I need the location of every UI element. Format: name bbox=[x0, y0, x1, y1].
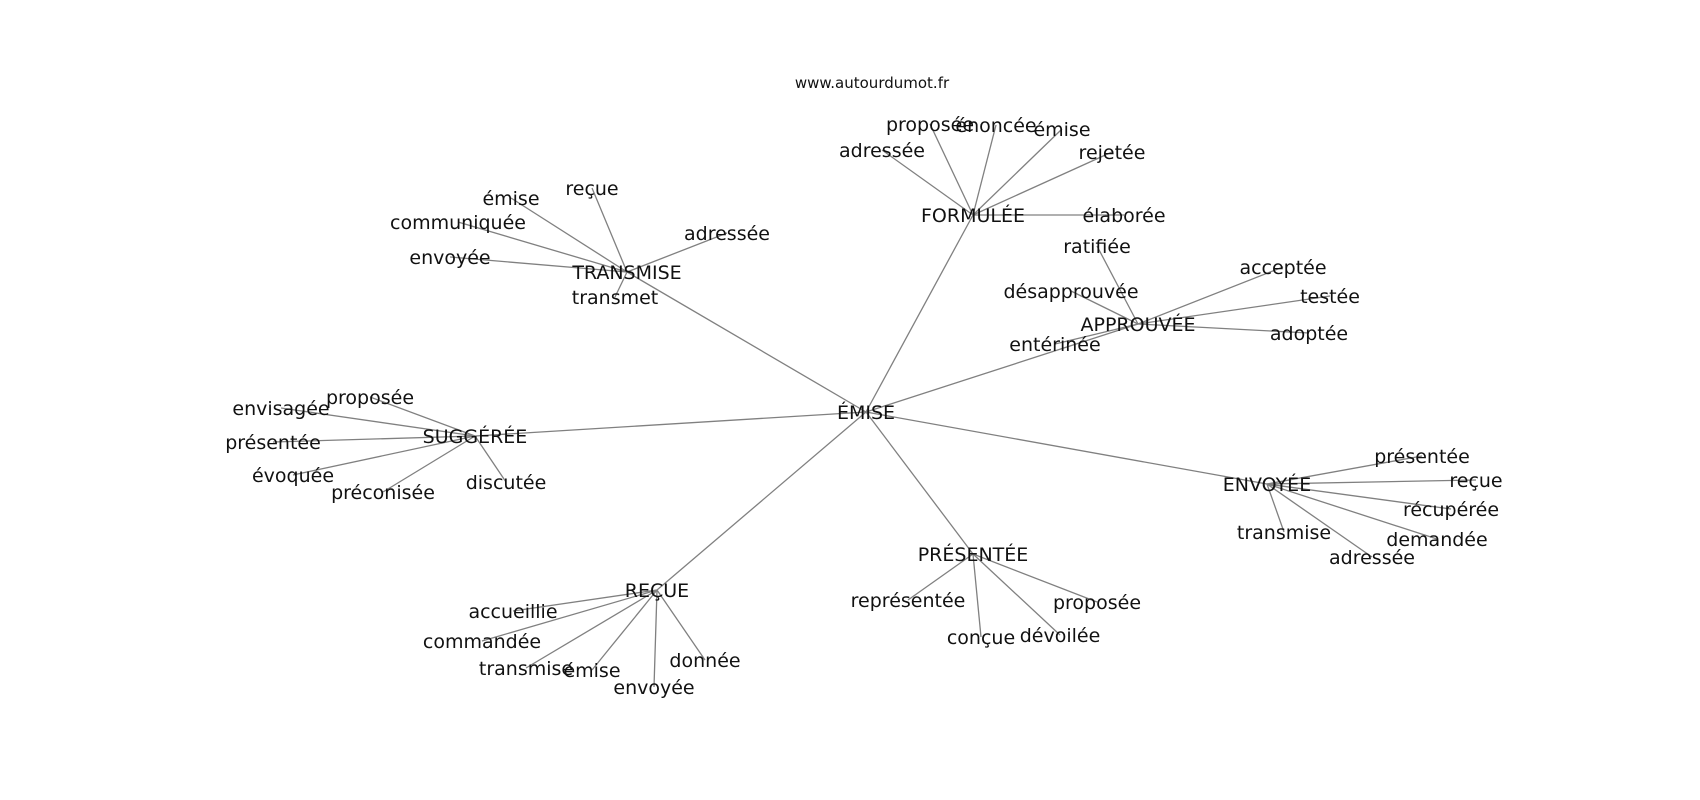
edge-hub-to-leaf bbox=[1266, 455, 1423, 485]
hub-node: SUGGÉRÉE bbox=[423, 425, 528, 448]
edge-root-to-hub bbox=[865, 214, 974, 413]
leaf-node: émise bbox=[482, 188, 539, 210]
edge-hub-to-leaf bbox=[929, 123, 974, 216]
edge-hub-to-leaf bbox=[280, 407, 476, 437]
leaf-node: adressée bbox=[684, 223, 770, 245]
leaf-node: préconisée bbox=[331, 482, 435, 504]
edge-hub-to-leaf bbox=[1266, 483, 1373, 558]
edge-hub-to-leaf bbox=[369, 396, 476, 437]
leaf-node: proposée bbox=[326, 387, 414, 409]
leaf-node: proposée bbox=[886, 114, 974, 136]
edge-hub-to-leaf bbox=[1266, 483, 1452, 510]
edge-hub-to-leaf bbox=[614, 271, 628, 298]
leaf-node: envoyée bbox=[409, 247, 490, 269]
leaf-node: donnée bbox=[669, 650, 740, 672]
edge-hub-to-leaf bbox=[272, 435, 476, 443]
leaf-node: envoyée bbox=[613, 677, 694, 699]
edge-hub-to-leaf bbox=[972, 151, 1113, 216]
leaf-node: envisagée bbox=[232, 398, 329, 420]
edge-root-to-hub bbox=[865, 323, 1139, 413]
leaf-node: dévoilée bbox=[1020, 625, 1101, 647]
leaf-node: ratifiée bbox=[1063, 236, 1131, 258]
edge-hub-to-leaf bbox=[591, 589, 658, 671]
hub-node: FORMULÉE bbox=[921, 204, 1025, 227]
leaf-node: proposée bbox=[1053, 592, 1141, 614]
edge-hub-to-leaf bbox=[525, 589, 658, 669]
edge-hub-to-leaf bbox=[972, 124, 997, 216]
leaf-node: élaborée bbox=[1082, 205, 1165, 227]
leaf-node: accueillie bbox=[468, 601, 557, 623]
edge-hub-to-leaf bbox=[510, 197, 628, 273]
edge-hub-to-leaf bbox=[1266, 479, 1477, 485]
leaf-node: reçue bbox=[1449, 470, 1502, 492]
leaf-node: rejetée bbox=[1079, 142, 1146, 164]
leaf-node: acceptée bbox=[1239, 257, 1326, 279]
source-url: www.autourdumot.fr bbox=[795, 74, 950, 92]
hub-node: PRÉSENTÉE bbox=[918, 543, 1029, 566]
leaf-node: émise bbox=[563, 660, 620, 682]
edge-hub-to-leaf bbox=[972, 553, 1098, 603]
edge-hub-to-leaf bbox=[1054, 323, 1139, 345]
leaf-node: présentée bbox=[225, 432, 321, 454]
leaf-node: représentée bbox=[851, 590, 966, 612]
edge-hub-to-leaf bbox=[972, 553, 982, 638]
leaf-node: testée bbox=[1300, 286, 1360, 308]
leaf-node: reçue bbox=[565, 178, 618, 200]
edge-hub-to-leaf bbox=[382, 435, 476, 493]
leaf-node: transmise bbox=[479, 658, 573, 680]
leaf-node: récupérée bbox=[1403, 499, 1499, 521]
edge-hub-to-leaf bbox=[591, 187, 628, 273]
leaf-node: évoquée bbox=[252, 465, 334, 487]
edge-hub-to-leaf bbox=[449, 256, 628, 273]
leaf-node: présentée bbox=[1374, 446, 1470, 468]
leaf-node: communiquée bbox=[390, 212, 526, 234]
edge-root-to-hub bbox=[656, 411, 867, 591]
leaf-node: adressée bbox=[1329, 547, 1415, 569]
edge-hub-to-leaf bbox=[481, 589, 658, 642]
leaf-node: transmise bbox=[1237, 522, 1331, 544]
leaf-node: demandée bbox=[1386, 529, 1487, 551]
hub-node: TRANSMISE bbox=[571, 262, 681, 284]
hub-node: ENVOYÉE bbox=[1223, 473, 1311, 496]
edge-hub-to-leaf bbox=[1070, 290, 1139, 325]
edge-hub-to-leaf bbox=[457, 221, 628, 273]
leaf-node: émise bbox=[1033, 119, 1090, 141]
edge-hub-to-leaf bbox=[1137, 323, 1310, 334]
leaf-node: adoptée bbox=[1270, 323, 1348, 345]
edge-hub-to-leaf bbox=[1096, 245, 1139, 325]
leaf-node: entérinée bbox=[1009, 334, 1100, 356]
edge-hub-to-leaf bbox=[656, 589, 706, 661]
leaf-node: conçue bbox=[947, 627, 1015, 649]
leaf-node: énoncée bbox=[955, 115, 1036, 137]
leaf-node: désapprouvée bbox=[1003, 281, 1138, 303]
edge-hub-to-leaf bbox=[1266, 483, 1438, 540]
edge-hub-to-leaf bbox=[881, 149, 974, 216]
leaf-node: adressée bbox=[839, 140, 925, 162]
edge-root-to-hub bbox=[474, 411, 867, 437]
edge-hub-to-leaf bbox=[1266, 483, 1285, 533]
leaf-node: transmet bbox=[572, 287, 659, 309]
edge-hub-to-leaf bbox=[626, 232, 728, 273]
leaf-node: commandée bbox=[423, 631, 541, 653]
edge-root-to-hub bbox=[626, 271, 867, 413]
root-node: ÉMISE bbox=[837, 401, 895, 424]
edge-hub-to-leaf bbox=[972, 128, 1063, 216]
edge-hub-to-leaf bbox=[1137, 266, 1284, 325]
leaf-node: discutée bbox=[466, 472, 547, 494]
hub-node: REÇUE bbox=[625, 580, 689, 602]
graph-edges bbox=[272, 123, 1477, 688]
edge-hub-to-leaf bbox=[474, 435, 507, 483]
hub-node: APPROUVÉE bbox=[1081, 313, 1196, 336]
edge-hub-to-leaf bbox=[292, 435, 476, 476]
edge-root-to-hub bbox=[865, 411, 974, 555]
edge-hub-to-leaf bbox=[1137, 295, 1331, 325]
edge-hub-to-leaf bbox=[972, 553, 1061, 636]
edge-hub-to-leaf bbox=[512, 589, 658, 612]
edge-hub-to-leaf bbox=[907, 553, 974, 601]
edge-hub-to-leaf bbox=[653, 589, 658, 688]
edge-root-to-hub bbox=[865, 411, 1268, 485]
